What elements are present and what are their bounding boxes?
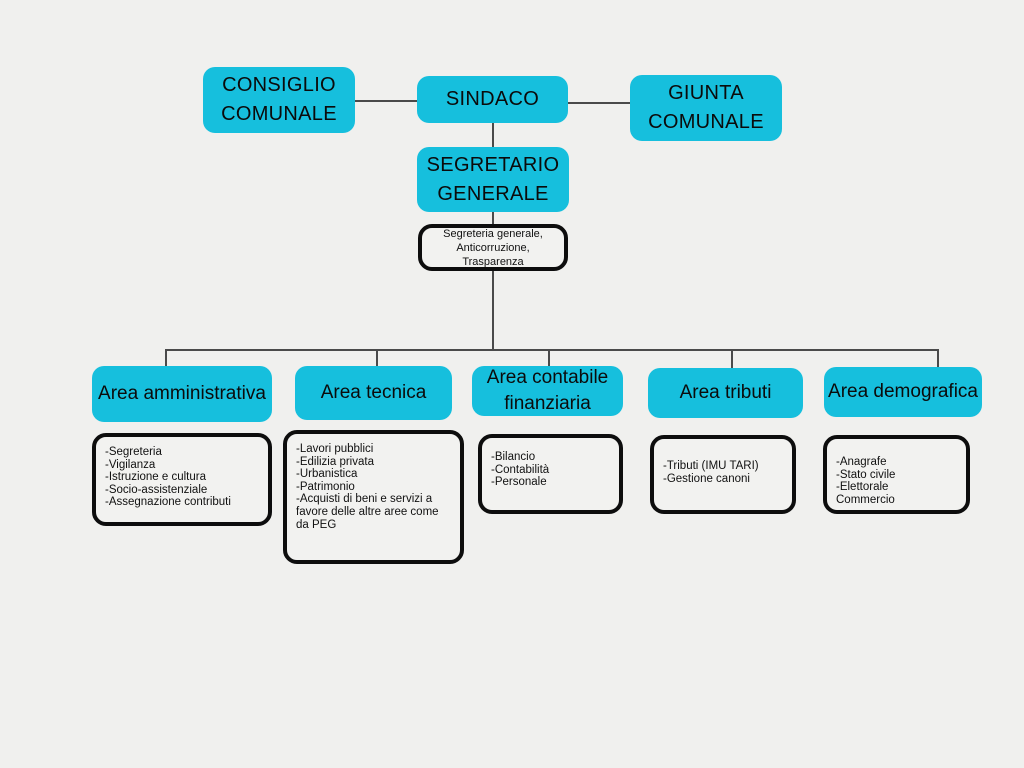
detail-box-area-amministrativa: -Segreteria-Vigilanza-Istruzione e cultu… [92,433,272,526]
list-item: -Patrimonio [296,480,355,493]
node-label: Area contabile finanziaria [486,367,609,414]
node-label: Area demografica [828,381,978,402]
connector-horizontal-bus [165,349,938,351]
node-area-tecnica: Area tecnica [295,366,452,420]
list-item: -Segreteria [105,446,162,458]
list-item: -Acquisti di beni e servizi a favore del… [296,493,439,531]
list-item: -Assegnazione contributi [105,496,231,509]
detail-box-area-tributi: -Tributi (IMU TARI)-Gestione canoni [650,435,796,514]
node-area-demografica: Area demografica [824,367,982,417]
node-segretario-generale: SEGRETARIO GENERALE [417,147,569,212]
node-label: Area amministrativa [98,383,266,404]
node-label: CONSIGLIO COMUNALE [221,74,337,125]
list-item: -Bilancio [491,451,536,463]
node-area-tributi: Area tributi [648,368,803,418]
detail-box-area-contabile-finanziaria: -Bilancio-Contabilità-Personale [478,434,623,514]
node-giunta-comunale: GIUNTA COMUNALE [630,75,782,141]
node-sindaco: SINDACO [417,76,568,123]
list-item: -Edilizia privata [296,455,374,468]
staff-box-label: Segreteria generale, Anticorruzione, Tra… [443,227,543,268]
connector-stub-area-contabile [548,349,550,366]
connector-sindaco-giunta [568,102,630,104]
node-label: GIUNTA COMUNALE [648,82,764,133]
list-item: -Elettorale [836,481,889,494]
list-item: -Gestione canoni [663,472,750,485]
list-item: -Vigilanza [105,458,156,471]
list-item: -Stato civile [836,468,896,481]
list-item: -Lavori pubblici [296,443,374,455]
node-label: Area tecnica [320,382,427,403]
connector-stub-area-demografica [937,349,939,367]
node-area-amministrativa: Area amministrativa [92,366,272,422]
connector-sindaco-segretario [492,123,494,147]
connector-stub-area-amministrativa [165,349,167,366]
list-item: Commercio [836,493,895,506]
list-item: -Tributi (IMU TARI) [663,460,759,472]
list-item: -Istruzione e cultura [105,471,206,484]
connector-stub-area-tecnica [376,349,378,366]
node-label: SEGRETARIO GENERALE [426,153,560,205]
node-consiglio-comunale: CONSIGLIO COMUNALE [203,67,355,133]
box-segreteria-anticorruzione-trasparenza: Segreteria generale, Anticorruzione, Tra… [418,224,568,271]
list-item: -Urbanistica [296,468,358,481]
node-label: SINDACO [445,88,540,110]
list-item: -Personale [491,476,547,489]
connector-segretario-staff [492,212,494,224]
connector-staff-to-bus [492,271,494,349]
node-area-contabile-finanziaria: Area contabile finanziaria [472,366,623,416]
node-label: Area tributi [679,382,772,403]
list-item: -Anagrafe [836,456,887,468]
list-item: -Socio-assistenziale [105,483,208,496]
list-item: -Contabilità [491,463,550,476]
connector-stub-area-tributi [731,349,733,368]
detail-box-area-tecnica: -Lavori pubblici-Edilizia privata-Urbani… [283,430,464,564]
connector-consiglio-sindaco [355,100,417,102]
